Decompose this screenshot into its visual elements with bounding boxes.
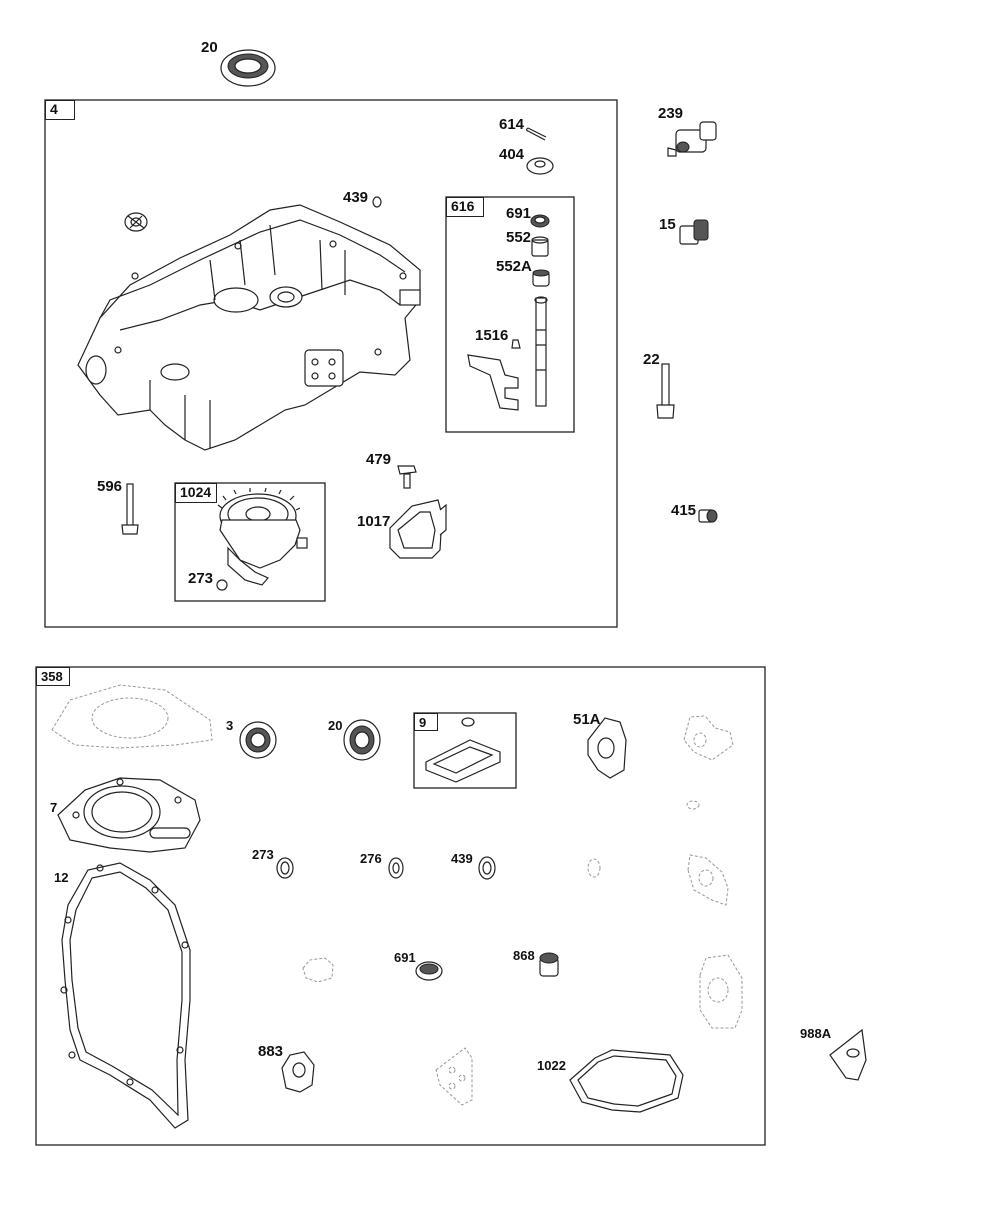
seal-691-kit-part [415, 961, 443, 981]
group-616-frame [445, 196, 575, 433]
washer-404-part [526, 157, 554, 175]
callout-20-top: 20 [201, 39, 218, 56]
gasket-7-part [57, 777, 201, 853]
group-label-616: 616 [446, 197, 484, 217]
callout-1516: 1516 [475, 327, 509, 344]
seal-20-kit-part [343, 719, 381, 761]
gasket-dashed-3 [699, 954, 743, 1029]
cotter-pin-part [525, 127, 547, 141]
gasket-988A-part [829, 1028, 867, 1081]
callout-22: 22 [643, 351, 660, 368]
group-label-4: 4 [45, 100, 75, 120]
callout-239: 239 [658, 105, 684, 122]
callout-1017: 1017 [357, 513, 391, 530]
o-ring-439-kit-part [478, 856, 496, 880]
callout-691-kit: 691 [394, 950, 416, 965]
callout-51A: 51A [573, 711, 601, 728]
callout-439-kit: 439 [451, 851, 473, 866]
group-label-358: 358 [36, 667, 70, 686]
gasket-1022-part [569, 1049, 684, 1113]
gasket-dashed-1 [683, 715, 734, 761]
callout-868: 868 [513, 948, 535, 963]
bolt-596-part [121, 483, 139, 535]
washer-dashed [686, 800, 700, 810]
callout-7: 7 [50, 800, 58, 815]
gasket-12-part [60, 862, 191, 1129]
group-4-frame [44, 99, 618, 628]
callout-479: 479 [366, 451, 392, 468]
o-ring-273-part [276, 857, 294, 879]
callout-276: 276 [360, 851, 382, 866]
gasket-dashed-4 [435, 1047, 473, 1106]
callout-273-top: 273 [188, 570, 214, 587]
bracket-1017-part [389, 499, 447, 559]
callout-15: 15 [659, 216, 676, 233]
callout-415: 415 [671, 502, 697, 519]
group-label-1024: 1024 [175, 483, 217, 503]
callout-691-top: 691 [506, 205, 532, 222]
gasket-dashed-2 [687, 854, 729, 906]
oil-pressure-switch-part [667, 121, 717, 157]
callout-20-kit: 20 [328, 718, 343, 733]
bolt-479-part [397, 465, 417, 489]
oil-seal-part [220, 49, 276, 87]
callout-12: 12 [54, 870, 69, 885]
callout-404: 404 [499, 146, 525, 163]
callout-988A: 988A [800, 1026, 832, 1041]
seal-3-part [239, 721, 277, 759]
callout-596: 596 [97, 478, 123, 495]
callout-883: 883 [258, 1043, 284, 1060]
callout-552A: 552A [496, 258, 532, 275]
head-gasket-dashed [51, 684, 213, 749]
o-ring-dashed [587, 858, 601, 878]
callout-439-top: 439 [343, 189, 369, 206]
callout-614: 614 [499, 116, 525, 133]
bolt-22-part [656, 363, 675, 419]
group-label-9: 9 [414, 713, 438, 731]
crankcase-cover-part [77, 204, 421, 451]
cap-dashed [302, 957, 334, 983]
gasket-883-part [281, 1051, 315, 1093]
gasket-51A-part [587, 717, 627, 779]
callout-552: 552 [506, 229, 532, 246]
bushing-part [124, 212, 148, 232]
group-9-frame [413, 712, 517, 789]
callout-1022: 1022 [537, 1058, 566, 1073]
group-1024-frame [174, 482, 326, 602]
plug-415-part [698, 509, 718, 523]
callout-3: 3 [226, 718, 234, 733]
o-ring-276-part [388, 857, 404, 879]
callout-273-kit: 273 [252, 847, 274, 862]
group-358-frame [35, 666, 766, 1146]
seal-868-part [539, 952, 559, 977]
o-ring-439-part [372, 196, 382, 208]
gasket-9-part [425, 717, 501, 783]
governor-parts [467, 214, 550, 411]
plug-15-part [679, 219, 709, 245]
oil-pump-part [216, 487, 308, 591]
